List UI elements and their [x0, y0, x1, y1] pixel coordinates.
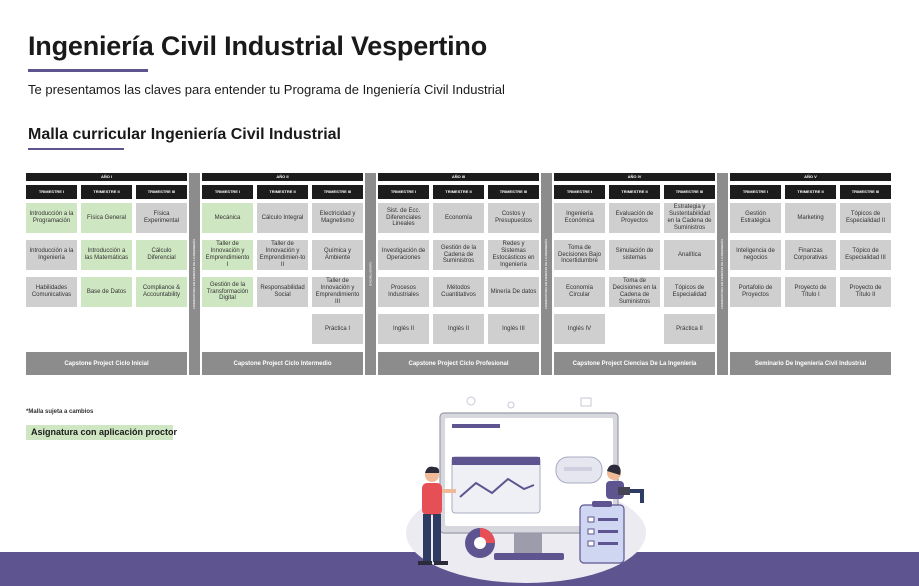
year-header: AÑO V — [730, 173, 891, 181]
term-header: TRIMESTRE II — [609, 185, 660, 199]
term-header: TRIMESTRE I — [202, 185, 253, 199]
course-card: Compliance & Accountability — [136, 277, 187, 307]
term-header: TRIMESTRE III — [840, 185, 891, 199]
degree-divider-label: LICENCIATURA EN CIENCIAS DE LA INGENIERÍ… — [192, 238, 197, 310]
course-card: Responsabilidad Social — [257, 277, 308, 307]
people-with-monitor-illustration — [406, 396, 646, 583]
course-card: Inteligencia de negocios — [730, 240, 781, 270]
year-block: AÑO I TRIMESTRE I Introducción a la Progra… — [26, 173, 187, 375]
degree-divider-label: LICENCIATURA EN CIENCIAS DE LA INGENIERÍ… — [544, 238, 549, 310]
course-card: Inglés II — [433, 314, 484, 344]
course-card: Física General — [81, 203, 132, 233]
proctor-legend: Asignatura con aplicación proctor — [26, 425, 177, 440]
degree-divider: LICENCIATURA EN CIENCIAS DE LA INGENIERÍ… — [717, 173, 728, 375]
page-subtitle: Te presentamos las claves para entender … — [28, 82, 505, 97]
course-card: Práctica II — [664, 314, 715, 344]
course-card: Estrategia y Sustentabilidad en la Caden… — [664, 203, 715, 233]
term-header: TRIMESTRE III — [136, 185, 187, 199]
course-card: Química y Ambiente — [312, 240, 363, 270]
course-card: Introducción a la Programación — [26, 203, 77, 233]
course-card: Gestión de la Cadena de Suministros — [433, 240, 484, 270]
course-card: Gestión Estratégica — [730, 203, 781, 233]
course-card: Proyecto de Título I — [785, 277, 836, 307]
course-card: Simulación de sistemas — [609, 240, 660, 270]
course-card: Tópicos de Especialidad — [664, 277, 715, 307]
course-card: Economía — [433, 203, 484, 233]
degree-divider: BACHILLERATO — [365, 173, 376, 375]
course-card: Tópico de Especialidad III — [840, 240, 891, 270]
degree-divider: LICENCIATURA EN CIENCIAS DE LA INGENIERÍ… — [189, 173, 200, 375]
course-card: Investigación de Operaciones — [378, 240, 429, 270]
degree-divider-label: LICENCIATURA EN CIENCIAS DE LA INGENIERÍ… — [720, 238, 725, 310]
course-card: Procesos Industriales — [378, 277, 429, 307]
course-card: Costos y Presupuestos — [488, 203, 539, 233]
year-header: AÑO IV — [554, 173, 715, 181]
year-header: AÑO II — [202, 173, 363, 181]
course-card: Toma de Decisiones Bajo Incertidumbre — [554, 240, 605, 270]
course-card: Inglés III — [488, 314, 539, 344]
course-card: Taller de Innovación y Emprendimiento II… — [312, 277, 363, 307]
course-card: Gestión de la Transformación Digital — [202, 277, 253, 307]
course-card: Cálculo Integral — [257, 203, 308, 233]
course-card: Mecánica — [202, 203, 253, 233]
section-underline — [28, 148, 124, 150]
course-card: Ingeniería Económica — [554, 203, 605, 233]
capstone-bar: Capstone Project Ciencias De La Ingenier… — [554, 352, 715, 375]
curriculum-grid: AÑO I TRIMESTRE I Introducción a la Progra… — [26, 173, 891, 375]
course-card: Finanzas Corporativas — [785, 240, 836, 270]
term-header: TRIMESTRE II — [433, 185, 484, 199]
course-card: Toma de Decisiones en la Cadena de Sumin… — [609, 277, 660, 307]
capstone-bar: Capstone Project Ciclo Intermedio — [202, 352, 363, 375]
degree-divider: LICENCIATURA EN CIENCIAS DE LA INGENIERÍ… — [541, 173, 552, 375]
course-card: Taller de Innovación y Emprendimien-to I… — [257, 240, 308, 270]
year-header: AÑO III — [378, 173, 539, 181]
course-card: Analítica — [664, 240, 715, 270]
year-header: AÑO I — [26, 173, 187, 181]
course-card: Introducción a la Ingeniería — [26, 240, 77, 270]
capstone-bar: Capstone Project Ciclo Inicial — [26, 352, 187, 375]
course-card: Electricidad y Magnetismo — [312, 203, 363, 233]
course-card: Portafolio de Proyectos — [730, 277, 781, 307]
course-card: Marketing — [785, 203, 836, 233]
term-header: TRIMESTRE I — [730, 185, 781, 199]
term-header: TRIMESTRE I — [554, 185, 605, 199]
title-underline — [28, 69, 148, 72]
course-card: Redes y Sistemas Estocásticos en Ingenie… — [488, 240, 539, 270]
term-header: TRIMESTRE II — [257, 185, 308, 199]
course-card: Tópicos de Especialidad II — [840, 203, 891, 233]
term-header: TRIMESTRE II — [785, 185, 836, 199]
course-card: Física Experimental — [136, 203, 187, 233]
term-header: TRIMESTRE III — [664, 185, 715, 199]
curriculum-note: *Malla sujeta a cambios — [26, 409, 94, 415]
section-title: Malla curricular Ingeniería Civil Indust… — [28, 126, 341, 143]
course-card: Habilidades Comunicativas — [26, 277, 77, 307]
term-header: TRIMESTRE II — [81, 185, 132, 199]
course-card: Taller de Innovación y Emprendimiento I — [202, 240, 253, 270]
course-card: Base de Datos — [81, 277, 132, 307]
course-card: Minería De datos — [488, 277, 539, 307]
degree-divider-label: BACHILLERATO — [368, 262, 373, 286]
course-card: Inglés II — [378, 314, 429, 344]
course-card: Introducción a las Matemáticas — [81, 240, 132, 270]
term-header: TRIMESTRE I — [378, 185, 429, 199]
course-card: Práctica I — [312, 314, 363, 344]
term-header: TRIMESTRE III — [488, 185, 539, 199]
course-card: Inglés IV — [554, 314, 605, 344]
page-title: Ingeniería Civil Industrial Vespertino — [28, 31, 488, 61]
year-block: AÑO III TRIMESTRE I Sist. de Ecc. Diferenc… — [378, 173, 539, 375]
term-header: TRIMESTRE I — [26, 185, 77, 199]
course-card: Métodos Cuantitativos — [433, 277, 484, 307]
term-header: TRIMESTRE III — [312, 185, 363, 199]
course-card: Economía Circular — [554, 277, 605, 307]
course-card: Evaluación de Proyectos — [609, 203, 660, 233]
course-card: Proyecto de Título II — [840, 277, 891, 307]
course-card: Cálculo Diferencial — [136, 240, 187, 270]
capstone-bar: Seminario De Ingeniería Civil Industrial — [730, 352, 891, 375]
capstone-bar: Capstone Project Ciclo Profesional — [378, 352, 539, 375]
course-card: Sist. de Ecc. Diferenciales Lineales — [378, 203, 429, 233]
